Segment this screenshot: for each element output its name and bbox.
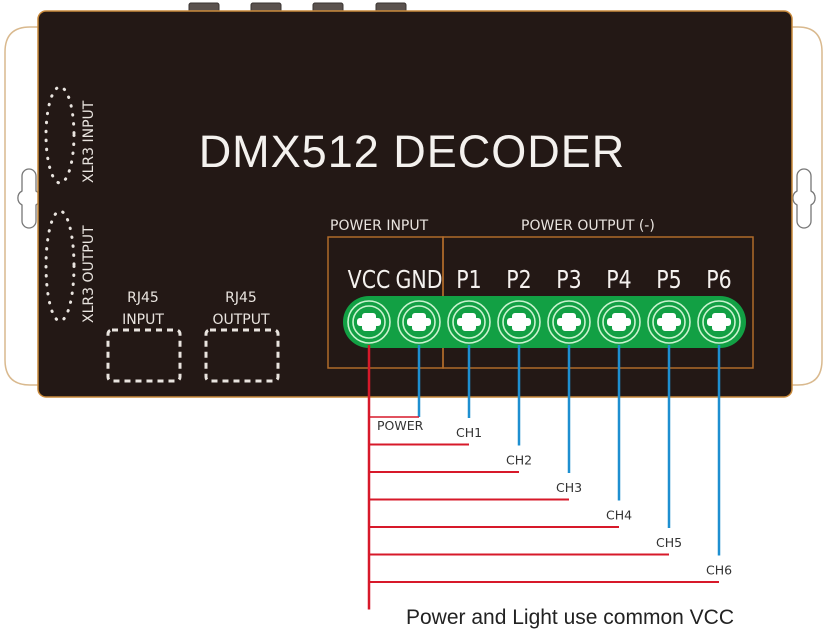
xlr-output-label: XLR3 OUTPUT (81, 225, 97, 323)
screw-icon (457, 313, 481, 331)
load-ch2: CH2 (369, 345, 532, 473)
rj45-output-label-1: RJ45 (225, 290, 257, 306)
rj45-input-label-1: RJ45 (127, 290, 159, 306)
right-mounting-ear (790, 26, 823, 386)
terminal-label: P1 (456, 266, 481, 294)
screw-icon (707, 313, 731, 331)
load-power: POWER (369, 345, 424, 433)
load-label: CH6 (706, 563, 732, 578)
terminal-label: P6 (706, 266, 731, 294)
terminal-label: P2 (506, 266, 531, 294)
load-ch1: CH1 (369, 345, 482, 446)
screw-icon (507, 313, 531, 331)
rj45-output-port: RJ45 OUTPUT (204, 290, 280, 383)
load-label: CH2 (506, 453, 532, 468)
diagram-caption: Power and Light use common VCC (406, 606, 734, 629)
load-label: CH4 (606, 508, 632, 523)
terminal-label: P5 (656, 266, 681, 294)
terminal-p2: P2 (497, 266, 541, 344)
terminal-label: VCC (348, 266, 391, 294)
power-input-section-label: POWER INPUT (330, 218, 429, 234)
load-ch6: CH6 (369, 345, 732, 583)
load-ch4: CH4 (369, 345, 632, 528)
screw-icon (407, 313, 431, 331)
keyhole-slot-icon (17, 168, 41, 229)
xlr-input-label: XLR3 INPUT (81, 100, 97, 183)
terminal-label: GND (395, 266, 442, 294)
terminal-vcc: VCC (347, 266, 391, 344)
terminal-p5: P5 (647, 266, 691, 344)
terminal-p1: P1 (447, 266, 491, 344)
xlr-output-port: XLR3 OUTPUT (44, 209, 97, 323)
screw-icon (657, 313, 681, 331)
xlr-input-port: XLR3 INPUT (44, 85, 97, 185)
rj45-input-port: RJ45 INPUT (106, 290, 182, 383)
keyhole-slot-icon (792, 168, 816, 229)
load-label: POWER (377, 418, 424, 433)
load-ch3: CH3 (369, 345, 582, 501)
terminal-label: P4 (606, 266, 631, 294)
left-mounting-ear (4, 26, 41, 386)
screw-icon (607, 313, 631, 331)
rj45-input-label-2: INPUT (122, 312, 164, 328)
terminal-p4: P4 (597, 266, 641, 344)
load-ch5: CH5 (369, 345, 682, 556)
terminal-p6: P6 (697, 266, 741, 344)
terminal-p3: P3 (547, 266, 591, 344)
power-output-section-label: POWER OUTPUT (-) (521, 218, 655, 234)
screw-icon (357, 313, 381, 331)
terminal-strip (343, 296, 746, 348)
load-label: CH3 (556, 480, 582, 495)
load-label: CH1 (456, 425, 482, 440)
screw-icon (557, 313, 581, 331)
load-label: CH5 (656, 535, 682, 550)
terminal-label: P3 (556, 266, 581, 294)
rj45-output-label-2: OUTPUT (212, 312, 270, 328)
terminal-gnd: GND (395, 266, 443, 344)
device-title: DMX512 DECODER (199, 126, 626, 177)
